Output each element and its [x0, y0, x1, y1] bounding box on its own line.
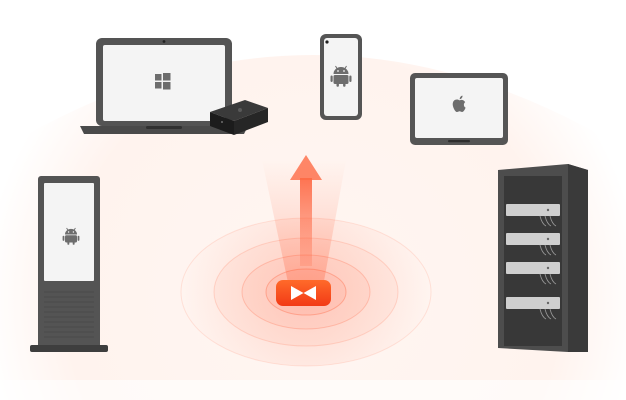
laptop — [80, 38, 248, 134]
server-rack — [498, 164, 588, 352]
upward-arrow — [290, 155, 322, 266]
kiosk-vent-grille — [44, 291, 94, 338]
center-hub — [276, 280, 331, 306]
server-unit — [506, 204, 560, 227]
tablet — [410, 73, 508, 145]
apple-icon — [452, 95, 466, 113]
windows-icon — [155, 73, 171, 90]
mini-pc — [210, 100, 268, 135]
server-unit — [506, 233, 560, 256]
android-icon — [62, 227, 80, 245]
kiosk — [30, 176, 108, 352]
phone — [320, 34, 362, 120]
server-unit — [506, 262, 560, 285]
server-unit — [506, 297, 560, 320]
android-icon — [330, 65, 352, 87]
bowtie-logo-icon — [291, 286, 316, 300]
